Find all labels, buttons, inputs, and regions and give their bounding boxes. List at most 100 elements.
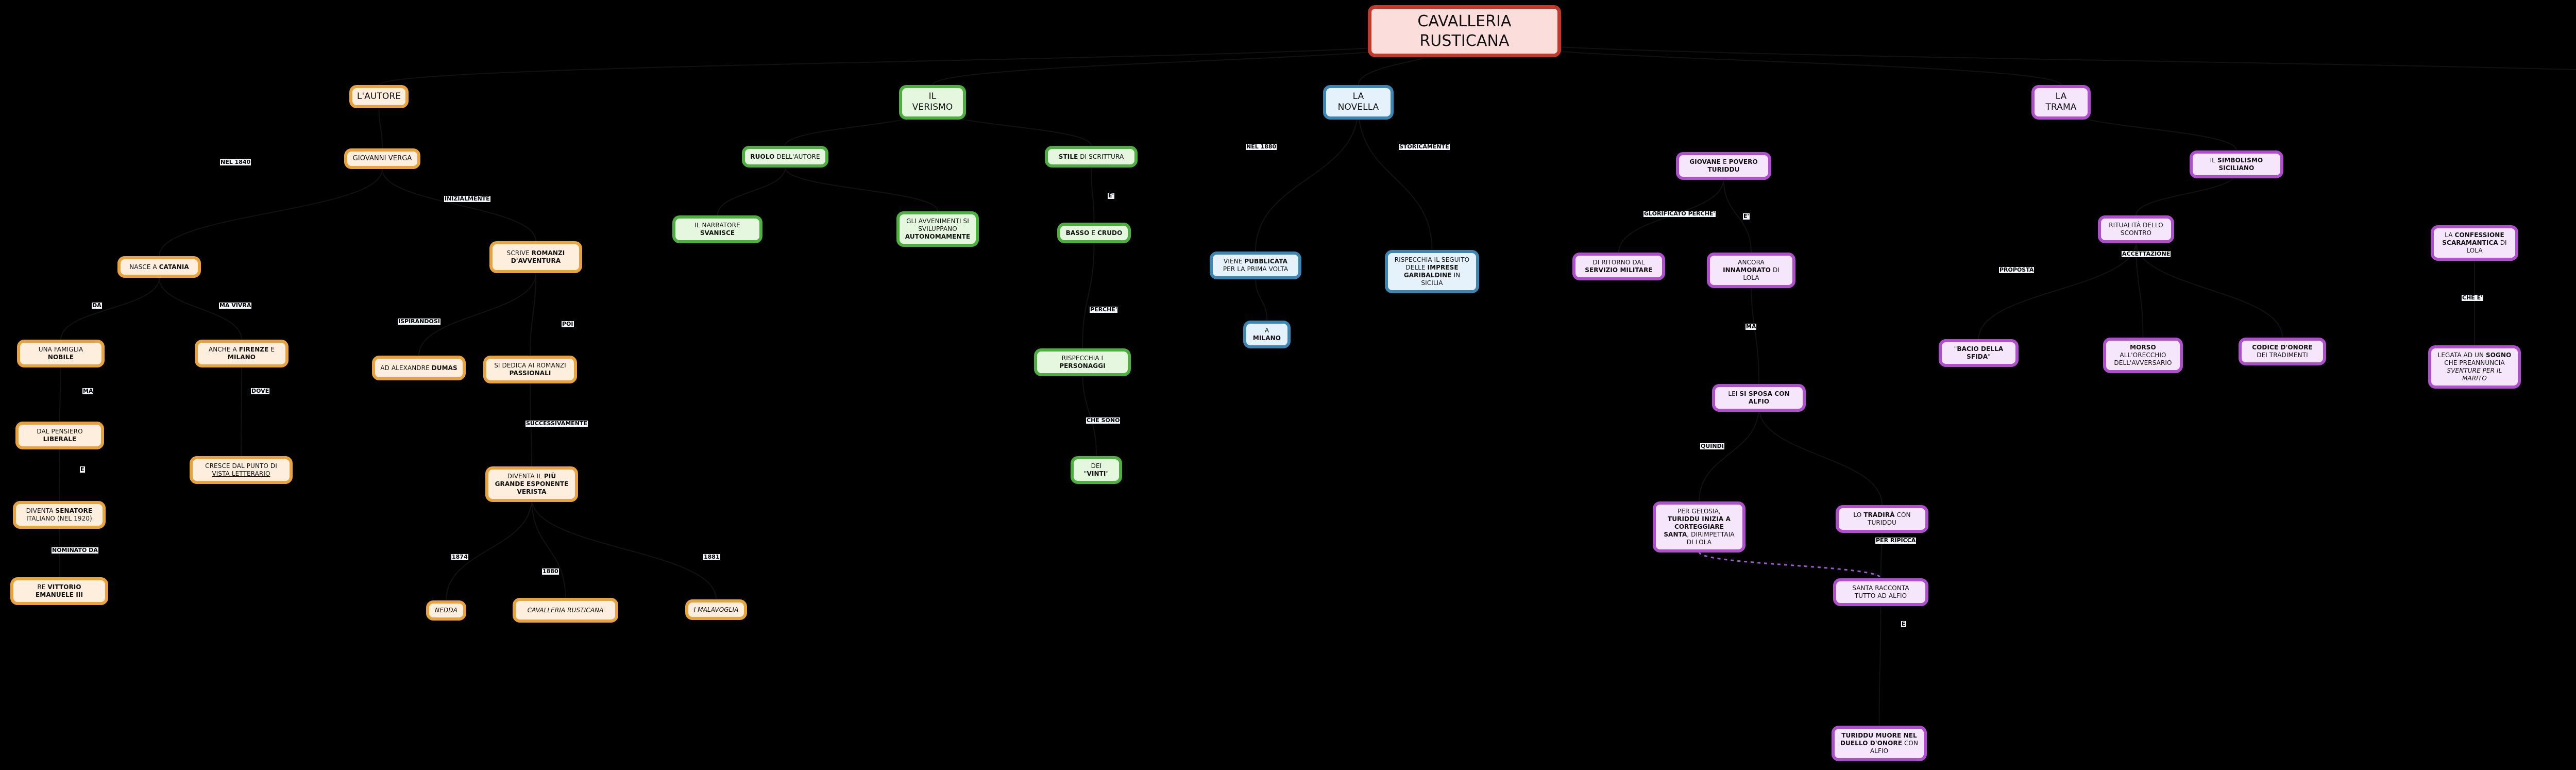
edge-autore-to-verga: [378, 106, 383, 149]
edge-label-el-ma2: MA: [1745, 323, 1757, 330]
edge-romanzi-to-dumas: [418, 273, 536, 356]
node-stile[interactable]: STILE DI SCRITTURA: [1045, 146, 1138, 168]
node-simbol[interactable]: IL SIMBOLISMO SICILIANO: [2190, 150, 2283, 178]
node-muore[interactable]: TURIDDU MUORE NEL DUELLO D'ONORE CON ALF…: [1832, 726, 1927, 761]
node-label: RISPECCHIA IL SEGUITO DELLE IMPRESE GARI…: [1394, 256, 1470, 287]
edge-label-el-poi: POI: [562, 321, 574, 327]
node-ritual[interactable]: RITUALITÀ DELLO SCONTRO: [2098, 215, 2174, 243]
node-label: CAVALLERIA RUSTICANA: [527, 606, 604, 614]
edge-label-el-1881: 1881: [703, 554, 720, 560]
node-ruolo[interactable]: RUOLO DELL'AUTORE: [742, 146, 828, 168]
node-novella[interactable]: LA NOVELLA: [1323, 85, 1394, 120]
node-verga[interactable]: GIOVANNI VERGA: [344, 148, 420, 170]
edge-verga-to-catania: [159, 169, 383, 257]
edge-label-el-ispir: ISPIRANDOSI: [398, 318, 440, 325]
node-label: PER GELOSIA, TURIDDU INIZIA A CORTEGGIAR…: [1664, 508, 1735, 546]
node-label: LA CONFESSIONE SCARAMANTICA DI LOLA: [2442, 231, 2507, 254]
edge-sposa-to-tradira: [1758, 406, 1883, 506]
node-malav[interactable]: I MALAVOGLIA: [685, 599, 747, 620]
node-label: SANTA RACCONTA TUTTO AD ALFIO: [1852, 584, 1909, 599]
edge-label-el-ma1: MA: [82, 388, 94, 394]
edge-label-el-nel1880: NEL 1880: [1246, 143, 1277, 150]
edge-label-el-1880a: 1880: [542, 568, 559, 575]
edge-label-el-chee1: CHE E': [2462, 294, 2483, 301]
node-catania[interactable]: NASCE A CATANIA: [117, 256, 201, 278]
node-label: NEDDA: [435, 607, 457, 614]
edge-ruolo-to-avven: [785, 167, 938, 212]
node-trama[interactable]: LA TRAMA: [2031, 85, 2091, 120]
node-label: RISPECCHIA I PERSONAGGI: [1059, 355, 1106, 370]
edge-tradira-to-santaracc: [1880, 526, 1883, 579]
node-ritorno[interactable]: DI RITORNO DAL SERVIZIO MILITARE: [1572, 253, 1665, 280]
node-nobile[interactable]: UNA FAMIGLIA NOBILE: [17, 340, 105, 367]
node-label: DI RITORNO DAL SERVIZIO MILITARE: [1585, 259, 1653, 274]
node-label: DIVENTA SENATORE ITALIANO (NEL 1920): [26, 507, 93, 522]
node-narratore[interactable]: IL NARRATORE SVANISCE: [672, 215, 762, 243]
node-label: ANCORA INNAMORATO DI LOLA: [1723, 259, 1780, 281]
node-label: RITUALITÀ DELLO SCONTRO: [2109, 222, 2163, 237]
edge-verista-to-nedda: [446, 498, 532, 601]
node-nedda[interactable]: NEDDA: [426, 600, 466, 621]
node-pubbl[interactable]: VIENE PUBBLICATA PER LA PRIMA VOLTA: [1210, 252, 1301, 279]
node-label: RUOLO DELL'AUTORE: [750, 153, 820, 160]
edge-label-el-mavivra: MA VIVRA: [219, 302, 252, 309]
node-verismo[interactable]: IL VERISMO: [899, 85, 966, 120]
node-cavrus[interactable]: CAVALLERIA RUSTICANA: [513, 598, 618, 623]
node-label: VIENE PUBBLICATA PER LA PRIMA VOLTA: [1223, 258, 1289, 273]
node-gelosia[interactable]: PER GELOSIA, TURIDDU INIZIA A CORTEGGIAR…: [1653, 501, 1745, 553]
node-sposa[interactable]: LEI SI SPOSA CON ALFIO: [1712, 384, 1806, 412]
node-label: CODICE D'ONORE DEI TRADIMENTI: [2252, 344, 2313, 359]
edge-label-el-glorif: GLORIFICATO PERCHE': [1643, 210, 1716, 217]
node-liberale[interactable]: DAL PENSIERO LIBERALE: [15, 422, 104, 449]
node-innam[interactable]: ANCORA INNAMORATO DI LOLA: [1707, 253, 1795, 288]
node-morso[interactable]: MORSO ALL'ORECCHIO DELL'AVVERSARIO: [2103, 338, 2183, 373]
node-label: RE VITTORIO EMANUELE III: [35, 583, 83, 598]
node-label: DAL PENSIERO LIBERALE: [37, 428, 83, 443]
edge-nobile-to-liberale: [59, 361, 61, 422]
node-cresce[interactable]: CRESCE DAL PUNTO DI VISTA LETTERARIO: [190, 456, 293, 484]
node-milano[interactable]: A MILANO: [1243, 321, 1291, 348]
node-bacio[interactable]: "BACIO DELLA SFIDA": [1939, 339, 2019, 367]
node-verista[interactable]: DIVENTA IL PIÙ GRANDE ESPONENTE VERISTA: [485, 466, 578, 502]
node-turiddu[interactable]: GIOVANE E POVERO TURIDDU: [1676, 152, 1771, 180]
edge-label-el-1874: 1874: [451, 554, 468, 560]
node-codice[interactable]: CODICE D'ONORE DEI TRADIMENTI: [2239, 338, 2326, 365]
node-autore[interactable]: L'AUTORE: [349, 85, 409, 109]
node-basso[interactable]: BASSO E CRUDO: [1057, 223, 1131, 243]
edge-liberale-to-senatore: [59, 443, 60, 501]
node-garib[interactable]: RISPECCHIA IL SEGUITO DELLE IMPRESE GARI…: [1385, 250, 1479, 293]
node-label: LEI SI SPOSA CON ALFIO: [1728, 390, 1790, 405]
node-vinti[interactable]: DEI "VINTI": [1071, 456, 1122, 484]
node-passionali[interactable]: SI DEDICA AI ROMANZI PASSIONALI: [483, 356, 577, 383]
node-title[interactable]: CAVALLERIA RUSTICANA: [1368, 5, 1561, 57]
node-label: SCRIVE ROMANZI D'AVVENTURA: [506, 249, 565, 264]
node-firenze[interactable]: ANCHE A FIRENZE E MILANO: [195, 340, 289, 367]
edge-label-el-proposta: PROPOSTA: [1999, 266, 2035, 273]
edge-label-el-perrip: PER RIPICCA: [1875, 537, 1917, 544]
node-label: MORSO ALL'ORECCHIO DELL'AVVERSARIO: [2114, 344, 2172, 366]
edge-sposa-to-gelosia: [1699, 406, 1759, 502]
edge-catania-to-nobile: [60, 277, 160, 340]
node-label: UNA FAMIGLIA NOBILE: [38, 346, 83, 361]
node-tradira[interactable]: LO TRADIRÀ CON TURIDDU: [1836, 505, 1928, 533]
edge-ruolo-to-narratore: [717, 167, 786, 216]
node-confess[interactable]: LA CONFESSIONE SCARAMANTICA DI LOLA: [2431, 225, 2518, 261]
node-label: LEGATA AD UN SOGNO CHE PREANNUNCIA SVENT…: [2437, 351, 2512, 382]
node-label: ANCHE A FIRENZE E MILANO: [208, 346, 275, 361]
node-senatore[interactable]: DIVENTA SENATORE ITALIANO (NEL 1920): [13, 501, 106, 529]
edge-label-el-da: DA: [92, 302, 102, 309]
node-sogno[interactable]: LEGATA AD UN SOGNO CHE PREANNUNCIA SVENT…: [2428, 345, 2521, 389]
node-re[interactable]: RE VITTORIO EMANUELE III: [10, 577, 108, 605]
edge-pubbl-to-milano: [1255, 278, 1267, 321]
node-santaracc[interactable]: SANTA RACCONTA TUTTO AD ALFIO: [1833, 578, 1928, 606]
edge-gelosia-to-santaracc: [1698, 551, 1882, 579]
node-rispers[interactable]: RISPECCHIA I PERSONAGGI: [1034, 348, 1131, 376]
edge-label-el-e2: E': [1108, 192, 1114, 199]
node-romanzi[interactable]: SCRIVE ROMANZI D'AVVENTURA: [489, 241, 582, 273]
node-avven[interactable]: GLI AVVENIMENTI SI SVILUPPANO AUTONOMAME…: [896, 211, 979, 247]
edge-label-el-perche: PERCHE': [1090, 306, 1118, 313]
node-label: BASSO E CRUDO: [1065, 229, 1123, 237]
node-dumas[interactable]: AD ALEXANDRE DUMAS: [372, 356, 466, 380]
edge-novella-to-garib: [1358, 106, 1433, 250]
